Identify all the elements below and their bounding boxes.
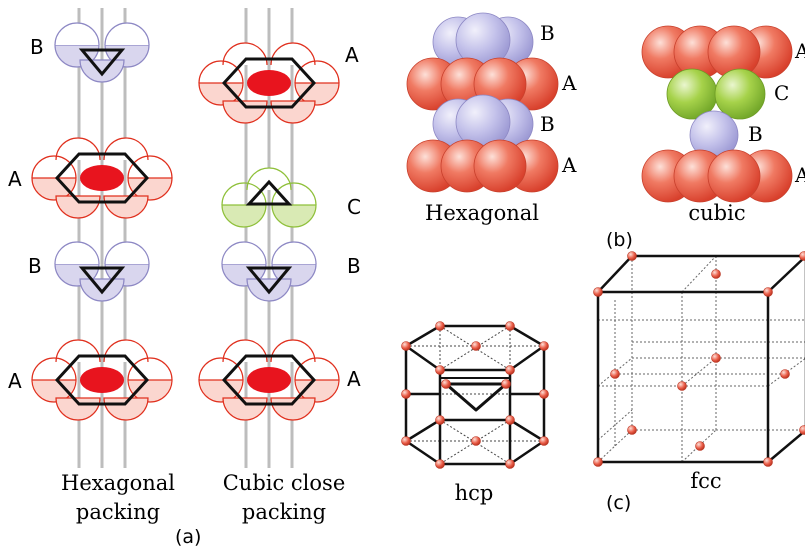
- layer-letter: A: [561, 153, 577, 177]
- layer-letter: B: [28, 254, 42, 278]
- hexagon-layer-a: [31, 137, 173, 219]
- ccp-packing-stack: A C B A: [198, 8, 361, 468]
- figure-tag-a: (a): [175, 526, 201, 548]
- figure-tag-c: (c): [606, 492, 631, 514]
- hcp-caption: hcp: [455, 481, 494, 505]
- layer-letter: A: [347, 367, 361, 391]
- layer-letter: A: [8, 167, 22, 191]
- hex-packing-stack: B A B A: [8, 8, 173, 468]
- layer-letter: C: [347, 195, 361, 219]
- triangle-layer-b: [54, 22, 150, 83]
- hexagon-layer-a: [31, 339, 173, 421]
- fcc-caption: fcc: [690, 469, 721, 493]
- hexagonal-sphere-stack: B A B A Hexagonal: [406, 12, 577, 225]
- hexagon-layer-a: [198, 339, 340, 421]
- triangle-layer-b: [221, 241, 317, 302]
- hex-packing-caption: packing: [76, 500, 160, 524]
- layer-letter: C: [774, 81, 789, 105]
- fcc-unit-cell: fcc: [593, 251, 805, 493]
- cubic-caption: cubic: [688, 201, 745, 225]
- layer-letter: A: [561, 71, 577, 95]
- figure-tag-b: (b): [606, 229, 633, 251]
- layer-letter: B: [540, 112, 555, 136]
- hexagon-layer-a: [198, 42, 340, 124]
- hcp-unit-cell: hcp: [401, 321, 549, 505]
- layer-letter: B: [748, 122, 763, 146]
- triangle-layer-c: [221, 167, 317, 228]
- hex-packing-caption: Hexagonal: [61, 471, 175, 495]
- layer-letter: A: [8, 369, 22, 393]
- hexagonal-caption: Hexagonal: [425, 201, 539, 225]
- layer-letter: A: [794, 39, 805, 63]
- layer-letter: B: [347, 254, 361, 278]
- ccp-packing-caption: packing: [242, 500, 326, 524]
- layer-letter: A: [794, 163, 805, 187]
- layer-letter: A: [345, 43, 359, 67]
- layer-letter: B: [30, 35, 44, 59]
- cubic-sphere-stack: A C B A cubic: [641, 25, 805, 225]
- ccp-packing-caption: Cubic close: [223, 471, 346, 495]
- triangle-layer-b: [54, 241, 150, 302]
- layer-letter: B: [540, 21, 555, 45]
